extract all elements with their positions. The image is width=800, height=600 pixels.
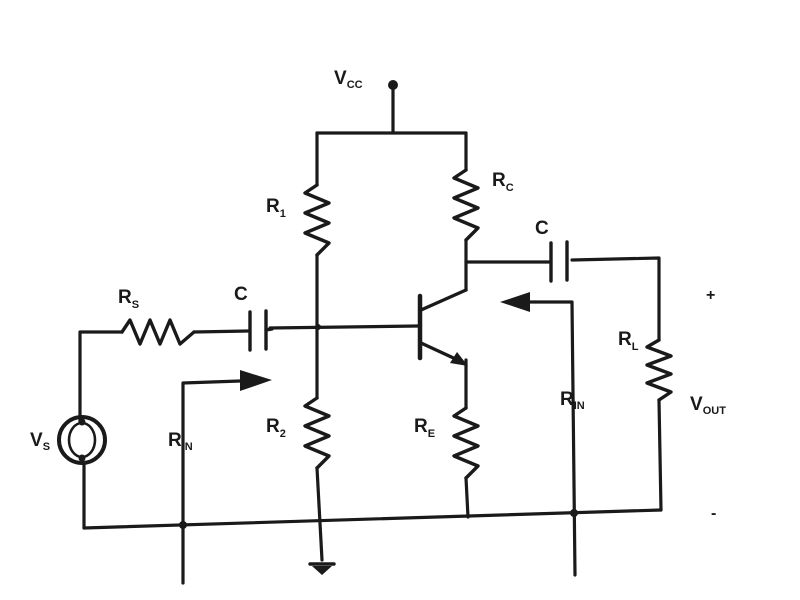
source-to-rs-wire <box>78 330 124 424</box>
r2-label: R2 <box>266 416 286 440</box>
vout-label: VOUT <box>690 394 726 417</box>
re-label: RE <box>414 416 435 440</box>
vcc-label: VCC <box>334 68 363 91</box>
rl-bottom-lead <box>657 398 663 512</box>
vout-plus-sign: + <box>706 287 715 304</box>
base-wire <box>268 324 420 330</box>
resistor-rl <box>645 338 673 402</box>
rin-output-label: RIN <box>560 389 585 412</box>
vout-minus-sign: - <box>711 505 716 522</box>
rin-output-probe-wire <box>528 300 577 577</box>
resistor-rs <box>120 318 196 346</box>
r1-label: R1 <box>266 196 286 220</box>
capacitor-output <box>549 240 569 283</box>
base-junction-dot <box>315 324 321 330</box>
rl-label: RL <box>618 329 639 353</box>
ground-icon <box>312 566 332 575</box>
cin-label: C <box>234 284 248 305</box>
rs-to-cin-wire <box>192 329 250 334</box>
rin-input-junction-dot <box>179 521 187 529</box>
re-bottom-lead <box>464 476 470 519</box>
capacitor-input <box>248 309 274 352</box>
resistor-r2 <box>303 396 331 470</box>
npn-transistor <box>417 288 468 366</box>
wires <box>78 83 663 585</box>
rs-label: RS <box>118 287 139 311</box>
cout-label: C <box>535 218 549 239</box>
r2-ground-lead <box>315 466 324 562</box>
rin-input-arrow-icon <box>240 370 272 391</box>
emitter-arrow-icon <box>450 352 468 366</box>
rin-input-probe-wire <box>181 379 242 585</box>
vs-label: VS <box>30 430 50 453</box>
rin-output-junction-dot <box>570 509 578 517</box>
rin-input-label: RIN <box>168 430 193 453</box>
transistor-collector-leg <box>419 288 468 312</box>
voltage-source <box>57 415 107 465</box>
resistor-r1 <box>303 183 331 257</box>
rc-label: RC <box>492 170 514 194</box>
cout-to-rl-wire <box>570 256 661 342</box>
resistor-rc <box>452 168 480 242</box>
resistor-re <box>452 406 480 480</box>
vcc-terminal-dot <box>388 80 398 90</box>
rin-output-arrow-icon <box>500 292 530 312</box>
